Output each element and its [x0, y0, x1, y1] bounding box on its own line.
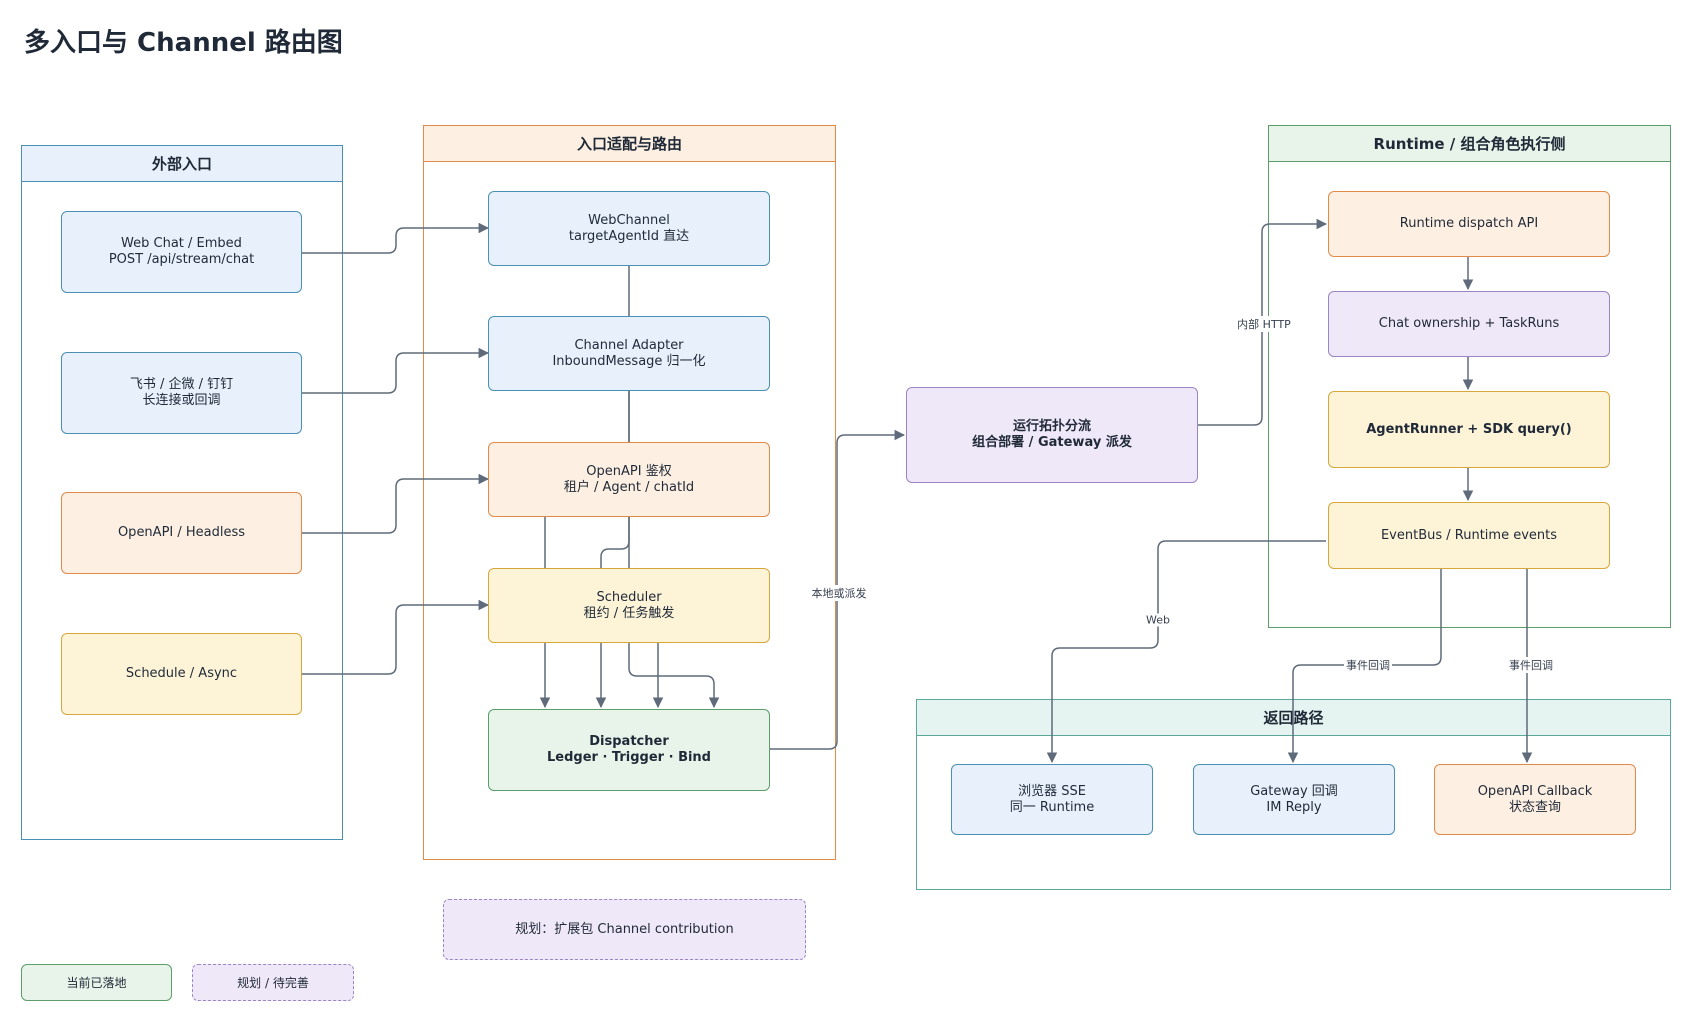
edge-label-local-or-dispatch: 本地或派发	[809, 585, 869, 601]
node-browser-sse-line1: 浏览器 SSE	[1018, 783, 1086, 799]
edge-label-internal-http: 内部 HTTP	[1235, 316, 1293, 332]
node-browser-sse-line2: 同一 Runtime	[1009, 799, 1095, 815]
node-dispatcher-line2: Ledger · Trigger · Bind	[547, 750, 711, 765]
group-runtime-title: Runtime / 组合角色执行侧	[1269, 126, 1670, 162]
node-webchat-embed-line2: POST /api/stream/chat	[108, 252, 255, 267]
node-scheduler-line2: 租约 / 任务触发	[583, 605, 675, 621]
node-agent-runner[interactable]: AgentRunner + SDK query()	[1328, 391, 1610, 468]
legend-planned: 规划 / 待完善	[192, 964, 354, 1001]
node-gateway-callback[interactable]: Gateway 回调 IM Reply	[1193, 764, 1395, 835]
node-runtime-dispatch-label: Runtime dispatch API	[1399, 216, 1539, 231]
node-agent-runner-label: AgentRunner + SDK query()	[1366, 421, 1572, 437]
node-channel-adapter[interactable]: Channel Adapter InboundMessage 归一化	[488, 316, 770, 391]
node-chat-ownership[interactable]: Chat ownership + TaskRuns	[1328, 291, 1610, 357]
node-feishu-line1: 飞书 / 企微 / 钉钉	[129, 377, 234, 392]
node-scheduler-line1: Scheduler	[596, 589, 662, 605]
group-external-title: 外部入口	[22, 146, 342, 182]
edge-label-web: Web	[1144, 613, 1172, 627]
node-topology-line2: 组合部署 / Gateway 派发	[972, 435, 1132, 450]
node-schedule-async-label: Schedule / Async	[125, 666, 238, 681]
node-topology-line1: 运行拓扑分流	[1012, 419, 1091, 434]
legend-landed-label: 当前已落地	[66, 975, 127, 990]
node-webchannel-line2: targetAgentId 直达	[568, 228, 690, 244]
node-plan-channel-contribution[interactable]: 规划：扩展包 Channel contribution	[443, 899, 806, 960]
node-gateway-callback-line1: Gateway 回调	[1250, 783, 1338, 799]
node-plan-ext-label: 规划：扩展包 Channel contribution	[515, 921, 734, 937]
node-gateway-callback-line2: IM Reply	[1266, 799, 1322, 815]
node-openapi-callback[interactable]: OpenAPI Callback 状态查询	[1434, 764, 1636, 835]
edge-label-event-callback-2: 事件回调	[1507, 657, 1555, 673]
node-runtime-dispatch-api[interactable]: Runtime dispatch API	[1328, 191, 1610, 257]
node-openapi-headless-label: OpenAPI / Headless	[117, 525, 246, 540]
node-runtime-topology[interactable]: 运行拓扑分流 组合部署 / Gateway 派发	[906, 387, 1198, 483]
node-openapi-callback-line1: OpenAPI Callback	[1477, 783, 1593, 799]
edge-eventbus-to-sse	[1046, 540, 1326, 764]
node-dispatcher-line1: Dispatcher	[589, 734, 669, 749]
node-channel-adapter-line2: InboundMessage 归一化	[552, 353, 706, 369]
edge-label-event-callback-1: 事件回调	[1344, 657, 1392, 673]
legend-planned-label: 规划 / 待完善	[237, 975, 309, 990]
page-title: 多入口与 Channel 路由图	[24, 28, 343, 58]
node-browser-sse[interactable]: 浏览器 SSE 同一 Runtime	[951, 764, 1153, 835]
legend-landed: 当前已落地	[21, 964, 172, 1001]
node-openapi-headless[interactable]: OpenAPI / Headless	[61, 492, 302, 574]
node-webchannel-line1: WebChannel	[588, 212, 670, 228]
node-channel-adapter-line1: Channel Adapter	[574, 337, 684, 353]
edge-schedule-to-scheduler	[302, 599, 490, 675]
node-scheduler[interactable]: Scheduler 租约 / 任务触发	[488, 568, 770, 643]
edge-feishu-to-adapter	[302, 347, 490, 394]
edge-webchat-to-webchannel	[302, 222, 490, 254]
node-webchat-embed-line1: Web Chat / Embed	[121, 236, 242, 251]
node-eventbus[interactable]: EventBus / Runtime events	[1328, 502, 1610, 569]
node-webchat-embed[interactable]: Web Chat / Embed POST /api/stream/chat	[61, 211, 302, 293]
node-feishu-wecom-dingtalk[interactable]: 飞书 / 企微 / 钉钉 长连接或回调	[61, 352, 302, 434]
node-openapi-auth-line1: OpenAPI 鉴权	[586, 463, 672, 479]
node-openapi-auth-line2: 租户 / Agent / chatId	[563, 479, 695, 495]
node-openapi-auth[interactable]: OpenAPI 鉴权 租户 / Agent / chatId	[488, 442, 770, 517]
node-webchannel[interactable]: WebChannel targetAgentId 直达	[488, 191, 770, 266]
edge-scheduler-to-dispatcher	[628, 643, 720, 709]
node-schedule-async[interactable]: Schedule / Async	[61, 633, 302, 715]
group-adapter-title: 入口适配与路由	[424, 126, 835, 162]
node-eventbus-label: EventBus / Runtime events	[1380, 527, 1558, 543]
node-dispatcher[interactable]: Dispatcher Ledger · Trigger · Bind	[488, 709, 770, 791]
node-feishu-line2: 长连接或回调	[142, 393, 221, 408]
node-openapi-callback-line2: 状态查询	[1508, 799, 1561, 815]
node-chat-ownership-label: Chat ownership + TaskRuns	[1378, 316, 1560, 331]
edge-openapi-to-auth	[302, 473, 490, 534]
